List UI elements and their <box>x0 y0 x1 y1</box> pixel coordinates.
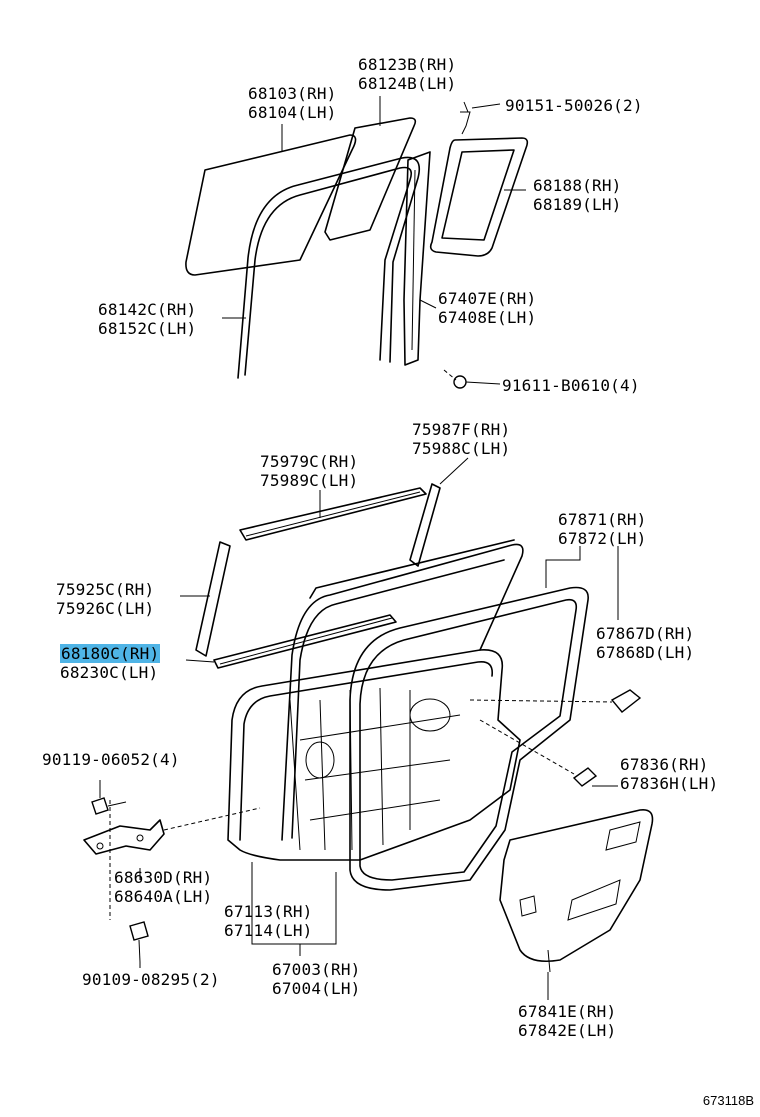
quarter-glass <box>324 117 417 241</box>
callout-bolt-91611: 91611-B0610(4) <box>502 376 640 395</box>
callout-door-panel: 67003(RH) 67004(LH) <box>272 960 361 998</box>
callout-door-glass: 68103(RH) 68104(LH) <box>248 84 337 122</box>
glass-run-channel <box>244 166 413 376</box>
leader-line <box>419 299 437 309</box>
leader-line <box>251 862 337 956</box>
callout-quarter-frame: 68188(RH) 68189(LH) <box>533 176 622 214</box>
callout-bolt-90119: 90119-06052(4) <box>42 750 180 769</box>
front-garnish <box>195 541 231 657</box>
hole-plug <box>572 767 598 787</box>
door-hinge <box>83 819 165 855</box>
clip-part <box>610 689 642 713</box>
callout-division-garnish: 75987F(RH) 75988C(LH) <box>412 420 511 458</box>
door-panel <box>227 649 521 861</box>
belt-moulding-inner <box>213 614 397 669</box>
door-trim-board <box>499 808 654 963</box>
belt-moulding-outer <box>239 487 427 541</box>
leader-line <box>545 546 619 620</box>
callout-hinge: 68630D(RH) 68640A(LH) <box>114 868 213 906</box>
door-glass <box>185 134 357 276</box>
callout-screw-90151: 90151-50026(2) <box>505 96 643 115</box>
callout-trim-board: 67841E(RH) 67842E(LH) <box>518 1002 617 1040</box>
callout-clip: 67867D(RH) 67868D(LH) <box>596 624 695 662</box>
callout-belt-moulding-inner[interactable]: 68180C(RH) 68230C(LH) <box>60 644 161 682</box>
callout-hole-plug: 67836(RH) 67836H(LH) <box>620 755 719 793</box>
leader-line <box>439 457 469 485</box>
callout-front-garnish: 75925C(RH) 75926C(LH) <box>56 580 155 618</box>
callout-bolt-90109: 90109-08295(2) <box>82 970 220 989</box>
division-bar <box>403 151 431 366</box>
figure-number: 673118B <box>702 1093 754 1108</box>
quarter-frame-outer <box>429 137 529 257</box>
callout-door-sub: 67113(RH) 67114(LH) <box>224 902 313 940</box>
callout-weatherstrip: 67871(RH) 67872(LH) <box>558 510 647 548</box>
callout-belt-moulding-outer: 75979C(RH) 75989C(LH) <box>260 452 359 490</box>
highlighted-part-number[interactable]: 68180C(RH) <box>60 644 161 663</box>
leader-line <box>185 659 215 663</box>
door-window-frame <box>281 543 524 841</box>
door-weatherstrip <box>349 586 589 891</box>
callout-glass-run: 68142C(RH) 68152C(LH) <box>98 300 197 338</box>
callout-division-bar: 67407E(RH) 67408E(LH) <box>438 289 537 327</box>
callout-quarter-glass: 68123B(RH) 68124B(LH) <box>358 55 457 93</box>
